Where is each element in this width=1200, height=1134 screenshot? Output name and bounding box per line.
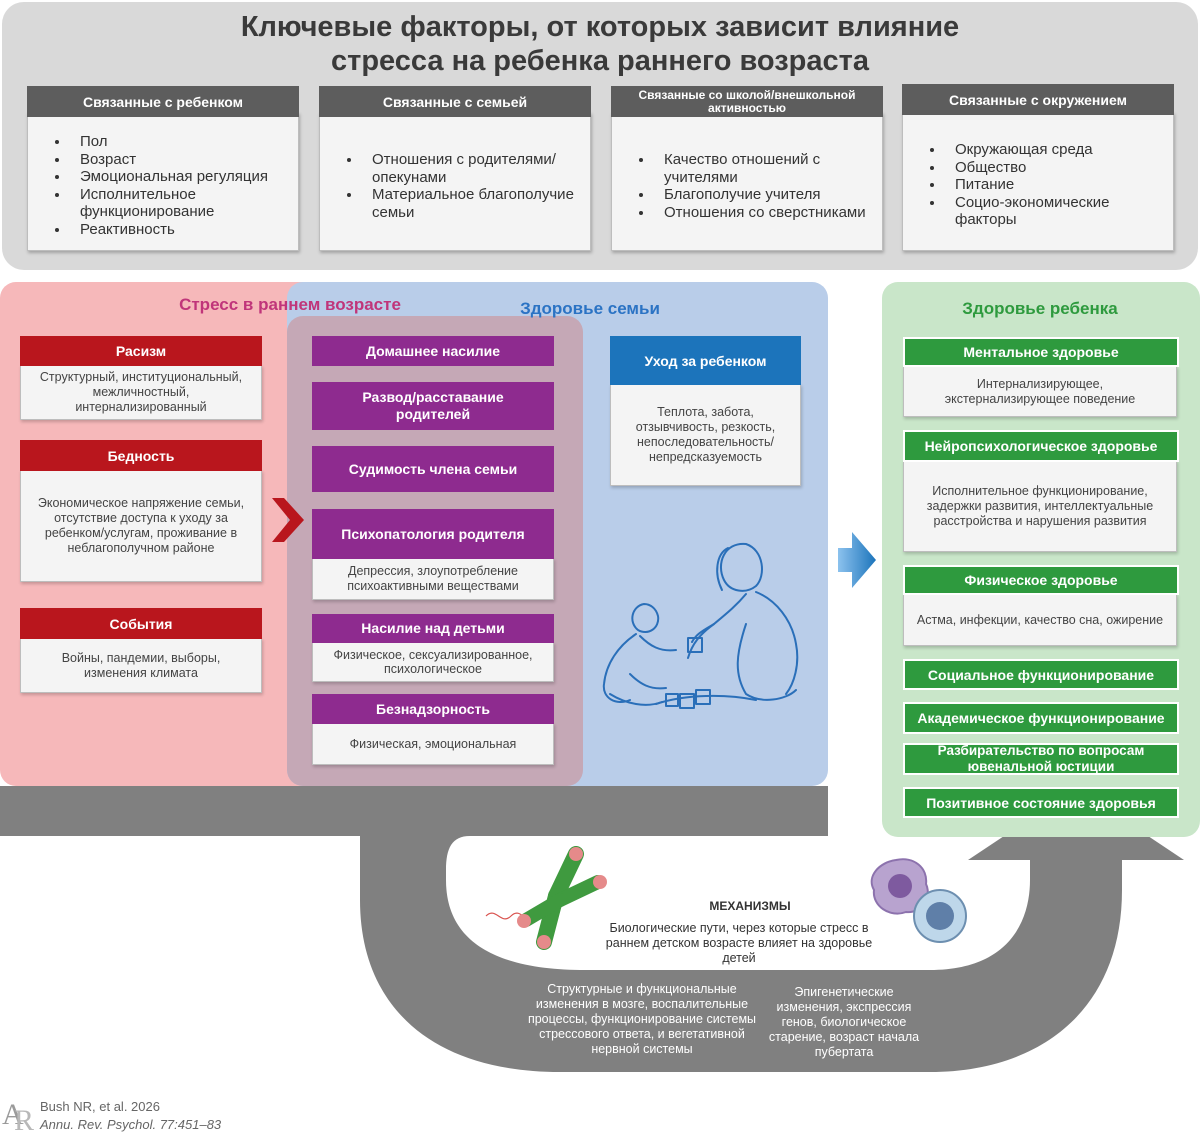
- care-header: Уход за ребенком: [610, 336, 801, 385]
- factor-item: Качество отношений с учителями: [654, 151, 882, 186]
- stress-body: Структурный, институциональный, межлично…: [20, 365, 262, 420]
- factor-item: Эмоциональная регуляция: [70, 168, 298, 186]
- stress-header-racism: Расизм: [20, 336, 262, 366]
- factor-card-environment: Окружающая среда Общество Питание Социо-…: [902, 112, 1174, 251]
- factor-item: Питание: [945, 176, 1173, 194]
- factor-header-child: Связанные с ребенком: [27, 86, 299, 117]
- mother-child-illustration: [602, 542, 799, 709]
- child-health-body: Интернализирующее, экстернализирующее по…: [903, 366, 1177, 417]
- child-health-body: Исполнительное функционирование, задержк…: [903, 460, 1177, 552]
- overlap-header-child-abuse: Насилие над детьми: [312, 614, 554, 643]
- factor-header-school: Связанные со школой/внешкольной активнос…: [611, 86, 883, 117]
- overlap-header-neglect: Безнадзорность: [312, 694, 554, 724]
- overlap-body: Депрессия, злоупотребление психоактивным…: [312, 558, 554, 600]
- child-health-header-positive: Позитивное состояние здоровья: [903, 787, 1179, 818]
- child-health-body: Астма, инфекции, качество сна, ожирение: [903, 594, 1177, 646]
- main-title-line-1: Ключевые факторы, от которых зависит вли…: [240, 11, 960, 43]
- child-health-header-juvenile-justice: Разбирательство по вопросам ювенальной ю…: [903, 743, 1179, 775]
- overlap-body: Физическое, сексуализированное, психолог…: [312, 642, 554, 682]
- stress-title: Стресс в раннем возрасте: [179, 295, 401, 314]
- overlap-header-domestic-violence: Домашнее насилие: [312, 336, 554, 366]
- factor-item: Возраст: [70, 151, 298, 169]
- chromosome-icon: [485, 846, 607, 950]
- svg-text:R: R: [14, 1104, 34, 1134]
- factor-item: Реактивность: [70, 221, 298, 239]
- factor-item: Окружающая среда: [945, 141, 1173, 159]
- factor-item: Благополучие учителя: [654, 186, 882, 204]
- overlap-header-incarceration: Судимость члена семьи: [312, 446, 554, 492]
- factor-item: Общество: [945, 159, 1173, 177]
- care-body: Теплота, забота, отзывчивость, резкость,…: [610, 384, 801, 486]
- stress-header-poverty: Бедность: [20, 440, 262, 471]
- mechanisms-brain-text: Структурные и функциональные изменения в…: [527, 982, 757, 1056]
- main-title-line-2: стресса на ребенка раннего возраста: [331, 45, 869, 77]
- arrow-right-icon: [838, 532, 876, 588]
- overlap-header-parental-psychopathology: Психопатология родителя: [312, 509, 554, 559]
- credit-journal: Annu. Rev. Psychol. 77:451–83: [40, 1117, 222, 1132]
- child-health-header-mental: Ментальное здоровье: [903, 337, 1179, 367]
- factor-card-child: Пол Возраст Эмоциональная регуляция Испо…: [27, 112, 299, 251]
- arrow-shape: [0, 786, 1184, 1072]
- factor-item: Пол: [70, 133, 298, 151]
- stress-body: Войны, пандемии, выборы, изменения клима…: [20, 638, 262, 693]
- factor-item: Исполнительное функционирование: [70, 186, 298, 221]
- child-health-header-social: Социальное функционирование: [903, 659, 1179, 690]
- child-health-header-academic: Академическое функционирование: [903, 702, 1179, 734]
- family-title: Здоровье семьи: [520, 299, 660, 318]
- factor-item: Материальное благополучие семьи: [362, 186, 590, 221]
- factor-card-family: Отношения с родителями/опекунами Материа…: [319, 112, 591, 251]
- factor-header-family: Связанные с семьей: [319, 86, 591, 117]
- stress-body: Экономическое напряжение семьи, отсутств…: [20, 470, 262, 582]
- immune-cells-icon: [870, 858, 967, 943]
- stress-header-events: События: [20, 608, 262, 639]
- child-health-header-neuropsych: Нейропсихологическое здоровье: [903, 430, 1179, 462]
- child-health-header-physical: Физическое здоровье: [903, 565, 1179, 595]
- credit-authors: Bush NR, et al. 2026: [40, 1099, 160, 1114]
- factor-header-environment: Связанные с окружением: [902, 84, 1174, 115]
- factor-item: Отношения со сверстниками: [654, 204, 882, 222]
- child-health-title: Здоровье ребенка: [962, 299, 1118, 318]
- overlap-header-divorce: Развод/расставание родителей: [312, 382, 554, 430]
- overlap-body: Физическая, эмоциональная: [312, 723, 554, 765]
- mechanisms-title: МЕХАНИЗМЫ: [709, 899, 791, 913]
- mechanisms-description: Биологические пути, через которые стресс…: [605, 921, 873, 965]
- factor-item: Социо-экономические факторы: [945, 194, 1173, 229]
- mechanisms-epigenetic-text: Эпигенетические изменения, экспрессия ге…: [768, 985, 920, 1059]
- svg-text:A: A: [2, 1098, 24, 1131]
- factor-item: Отношения с родителями/опекунами: [362, 151, 590, 186]
- main-title: Ключевые факторы, от которых зависит вли…: [0, 10, 1200, 78]
- annual-reviews-logo: A R: [2, 1098, 34, 1134]
- arrow-right-icon: [272, 498, 304, 542]
